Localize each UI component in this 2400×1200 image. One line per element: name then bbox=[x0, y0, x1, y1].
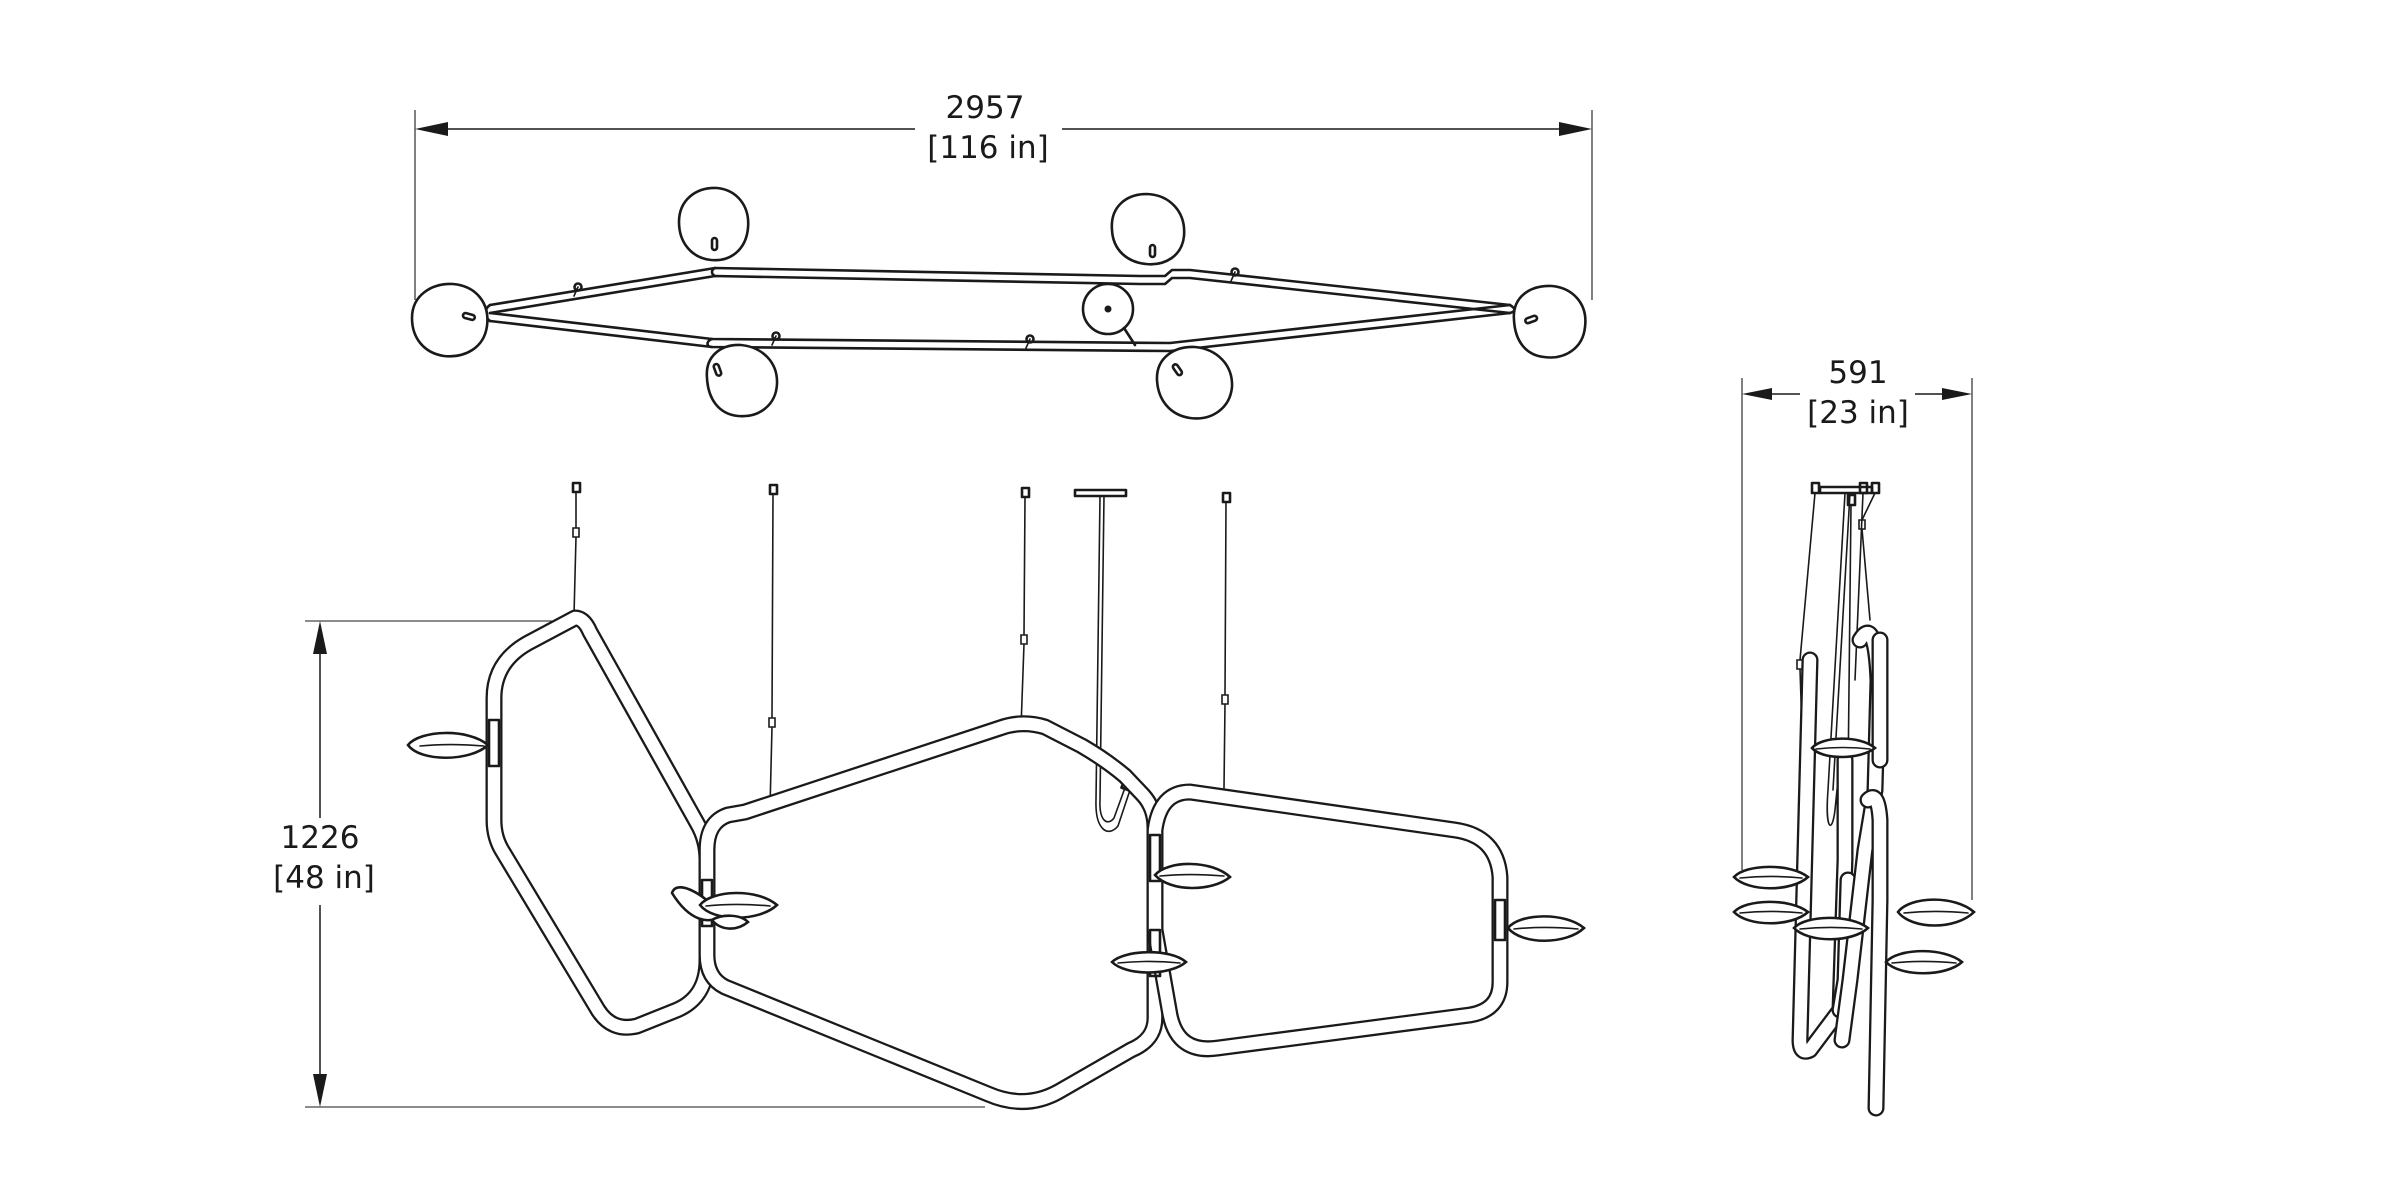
width-inch-label: [116 in] bbox=[927, 130, 1048, 166]
front-frame-loop-left bbox=[485, 609, 716, 1036]
height-mm-label: 1226 bbox=[281, 820, 360, 856]
side-shades bbox=[1732, 737, 1976, 975]
front-frame-loop-right bbox=[1146, 783, 1509, 1058]
side-shade-3 bbox=[1732, 900, 1811, 925]
side-frame-tubes bbox=[1791, 624, 1889, 1117]
front-shade-2 bbox=[670, 886, 779, 930]
depth-mm-label: 591 bbox=[1828, 355, 1887, 391]
front-frame-joints bbox=[487, 718, 1507, 978]
width-dimension: 2957 [116 in] bbox=[414, 90, 1593, 300]
side-shade-1 bbox=[1810, 737, 1878, 759]
front-cables bbox=[571, 481, 1232, 833]
top-shades bbox=[410, 186, 1587, 420]
top-shade-lower-2 bbox=[1155, 345, 1234, 420]
top-suspension-points bbox=[573, 267, 1240, 349]
top-shade-upper-1 bbox=[677, 186, 750, 262]
top-shade-lower-1 bbox=[705, 343, 779, 418]
height-inch-label: [48 in] bbox=[273, 860, 375, 896]
side-shade-5 bbox=[1896, 898, 1976, 927]
height-dimension: 1226 [48 in] bbox=[273, 620, 985, 1108]
side-shade-2 bbox=[1732, 865, 1811, 890]
top-canopy bbox=[1081, 282, 1137, 347]
depth-inch-label: [23 in] bbox=[1807, 395, 1909, 431]
top-view bbox=[410, 186, 1587, 420]
side-shade-6 bbox=[1884, 949, 1964, 975]
side-shade-4 bbox=[1792, 916, 1871, 941]
front-shade-5 bbox=[1506, 915, 1586, 943]
front-shade-3 bbox=[1153, 862, 1232, 890]
top-shade-upper-2 bbox=[1110, 192, 1186, 266]
depth-dimension: 591 [23 in] bbox=[1741, 355, 1973, 900]
top-frame-rails bbox=[484, 266, 1516, 353]
top-shade-right bbox=[1512, 284, 1587, 359]
top-shade-left bbox=[410, 282, 489, 358]
side-view bbox=[1732, 481, 1976, 1117]
front-shades bbox=[406, 731, 1586, 974]
front-shade-1 bbox=[406, 731, 490, 760]
front-frame-loop-middle bbox=[698, 715, 1164, 1111]
front-view bbox=[406, 481, 1586, 1111]
front-shade-4 bbox=[1110, 950, 1188, 974]
width-mm-label: 2957 bbox=[946, 90, 1025, 126]
